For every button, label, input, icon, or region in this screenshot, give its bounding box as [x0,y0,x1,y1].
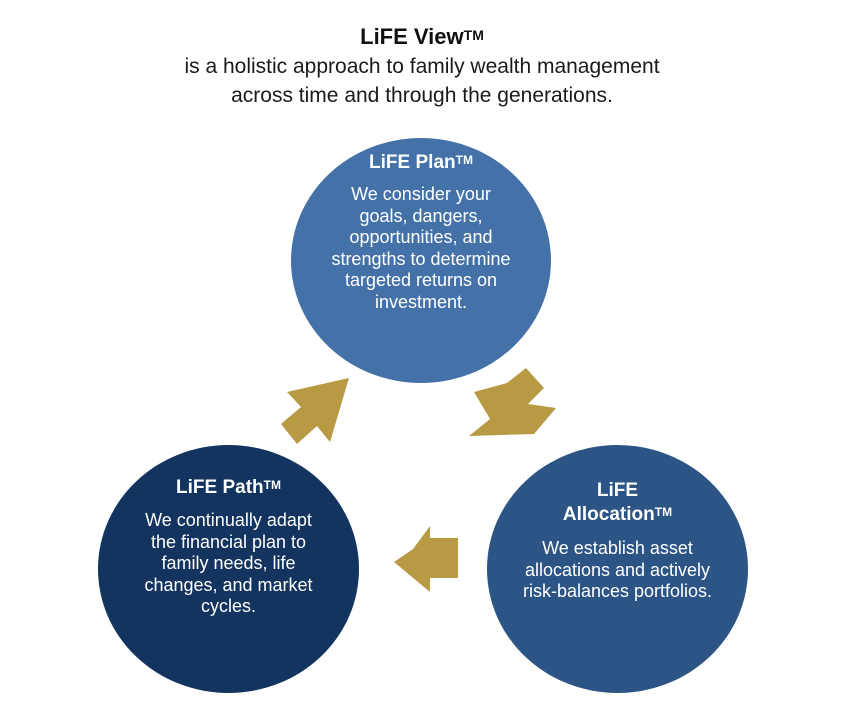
diagram-header: LiFE ViewTM is a holistic approach to fa… [0,22,844,110]
life-plan-circle: LiFE PlanTM We consider your goals, dang… [291,138,551,383]
life-allocation-title-line-2: Allocation [562,504,655,525]
life-plan-title-text: LiFE Plan [369,152,456,173]
arrow-up-right-icon [281,378,349,444]
life-allocation-description: We establish asset allocations and activ… [522,538,713,601]
diagram-title: LiFE ViewTM [0,22,844,52]
life-path-title: LiFE PathTM [98,445,359,500]
subtitle-line-1: is a holistic approach to family wealth … [184,55,660,78]
life-allocation-circle: LiFE AllocationTM We establish asset all… [487,445,748,693]
life-allocation-title: LiFE AllocationTM [487,445,748,527]
life-path-circle: LiFE PathTM We continually adapt the fin… [98,445,359,693]
life-plan-title: LiFE PlanTM [291,138,551,175]
life-path-title-text: LiFE Path [176,477,264,498]
title-text: LiFE View [360,24,464,49]
life-plan-description: We consider your goals, dangers, opportu… [331,184,511,312]
life-allocation-title-line-1: LiFE [596,480,639,501]
subtitle-line-2: across time and through the generations. [231,84,613,107]
life-plan-trademark: TM [455,153,473,167]
arrow-left-icon [394,526,458,592]
life-path-description: We continually adapt the financial plan … [144,510,313,616]
life-path-trademark: TM [263,478,281,492]
arrow-down-right-icon [469,368,556,436]
life-allocation-trademark: TM [654,505,673,519]
title-trademark: TM [463,27,484,43]
life-allocation-title-line-2-wrap: AllocationTM [487,503,748,527]
